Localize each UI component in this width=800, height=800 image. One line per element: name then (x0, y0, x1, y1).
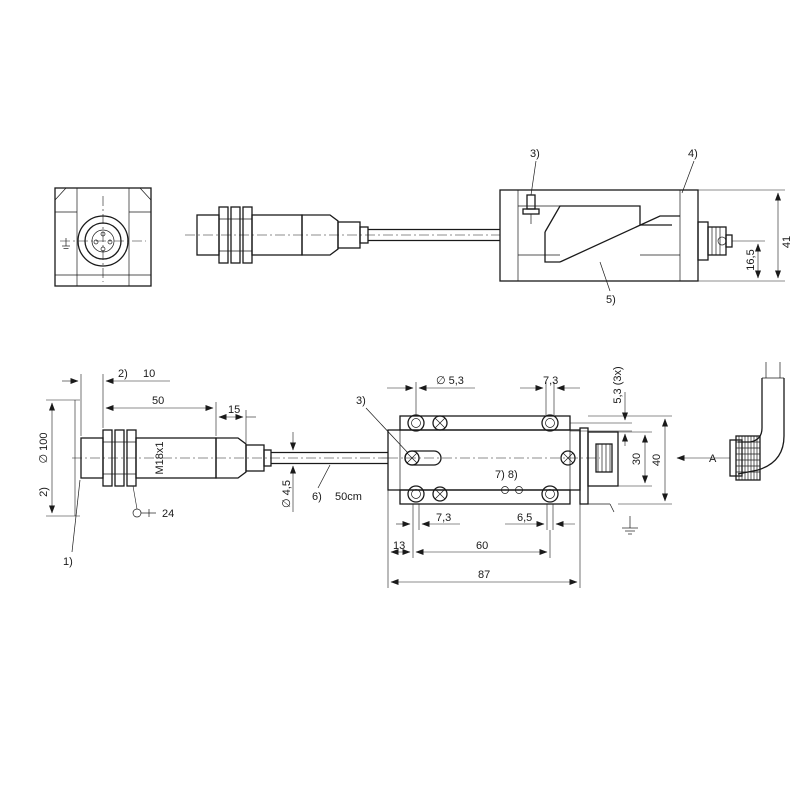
screw-top-right (541, 414, 559, 432)
dim-50-label: 50 (152, 395, 164, 407)
dim-4-5-label: ∅ 4,5 (281, 480, 293, 508)
dim-6-5-label: 6,5 (517, 512, 532, 524)
screw-bottom-right (541, 485, 559, 503)
angled-connector (729, 362, 785, 481)
connector-plug (697, 221, 733, 261)
sensor-top-view: 24 M18x1 2) 10 50 15 ∅ 100 2) 1) (38, 368, 390, 568)
dim-41-label: 41 (781, 236, 793, 248)
screw-center-right (560, 450, 576, 466)
mounting-bracket (579, 427, 619, 513)
callout-2-top: 2) (118, 368, 128, 380)
indicator-leds (501, 486, 523, 494)
dim-m18-label: M18x1 (154, 441, 166, 474)
screw-bottom-cross (432, 486, 448, 502)
sensor-side-view (185, 206, 500, 264)
wrench-icon (132, 508, 156, 518)
dim-13-label: 13 (393, 540, 405, 552)
dim-24-label: 24 (162, 508, 174, 520)
dim-7-3-bottom-label: 7,3 (436, 512, 451, 524)
dim-15-label: 15 (228, 404, 240, 416)
screw-top-cross (432, 415, 448, 431)
dim-60-label: 60 (476, 540, 488, 552)
view-a-label: A (709, 453, 717, 465)
led-indicator (522, 194, 540, 224)
dim-100-label: ∅ 100 (38, 433, 50, 464)
screw-bottom-left (407, 485, 425, 503)
dim-10-label: 10 (143, 368, 155, 380)
callout-2-side: 2) (38, 487, 50, 497)
dim-5-3-label: ∅ 5,3 (436, 375, 464, 387)
callout-5: 5) (606, 294, 616, 306)
amplifier-side-view: 41 16,5 (499, 189, 793, 282)
dim-5-3-3x-label: 5,3 (3x) (612, 366, 624, 403)
top-callouts: 3) 4) 5) (530, 148, 698, 306)
amplifier-top-view: 7) 8) ∅ 5,3 7,3 (356, 366, 730, 588)
knurled-nut (735, 435, 761, 481)
sensor-front-view (54, 187, 152, 287)
dim-30-label: 30 (631, 453, 643, 465)
screw-top-left (407, 414, 425, 432)
callout-4: 4) (688, 148, 698, 160)
dim-7-3-top-label: 7,3 (543, 375, 558, 387)
cable-length-label: 50cm (335, 491, 362, 503)
dim-16-5-label: 16,5 (745, 249, 757, 270)
dim-40-label: 40 (651, 454, 663, 466)
callout-3-top: 3) (530, 148, 540, 160)
ground-symbol-icon (62, 238, 70, 249)
callout-3-bottom: 3) (356, 395, 366, 407)
mounting-slot (404, 450, 442, 466)
callout-1: 1) (63, 556, 73, 568)
ground-symbol-icon (622, 516, 638, 535)
dim-87-label: 87 (478, 569, 490, 581)
callout-6: 6) (312, 491, 322, 503)
callout-78: 7) 8) (495, 469, 518, 481)
